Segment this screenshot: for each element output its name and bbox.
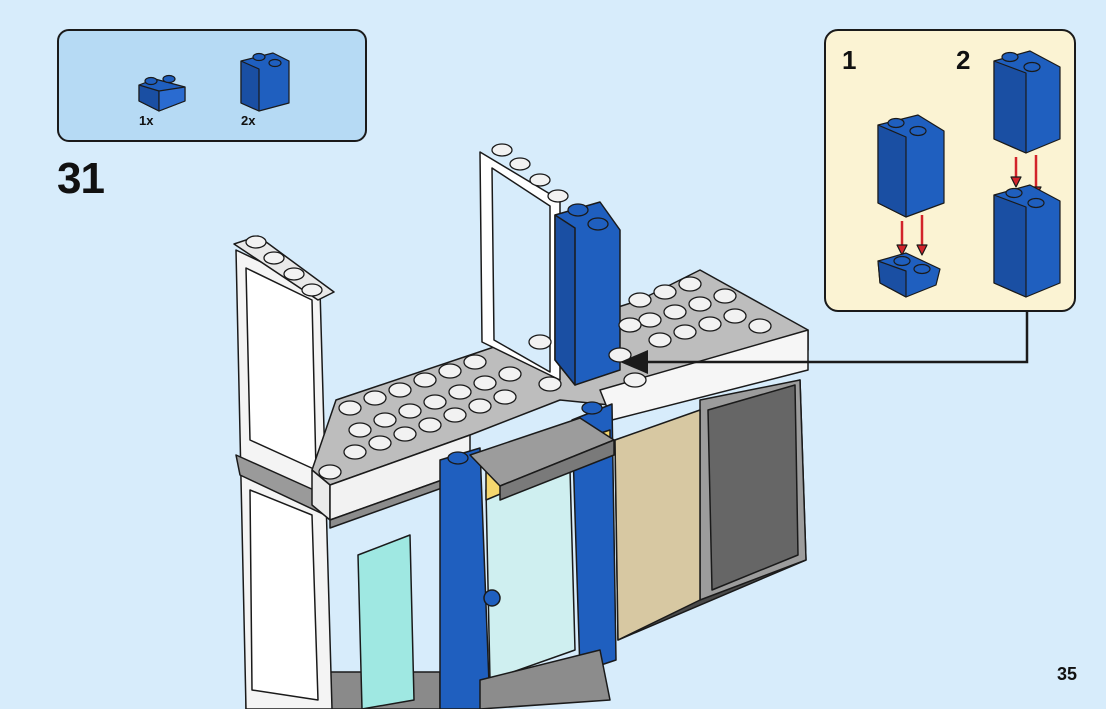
blue-slope-brick-icon — [138, 74, 186, 112]
step-number: 31 — [57, 154, 105, 203]
sub-step-number: 1 — [842, 45, 857, 75]
placement-pointer — [640, 312, 1029, 364]
glass-window — [357, 534, 415, 709]
pointer-arrowhead — [620, 350, 648, 374]
part-quantity: 2x — [241, 113, 256, 128]
tower-studs — [245, 143, 569, 297]
page-number: 35 — [1056, 664, 1077, 684]
sub-step-2-illustration — [993, 50, 1061, 298]
parts-list-box: 1x 2x — [57, 29, 367, 142]
blue-column-studs — [447, 203, 609, 465]
sub-assembly-box: 1 2 — [824, 29, 1076, 312]
roof-studs — [318, 276, 772, 480]
door-blue-frame — [439, 447, 491, 709]
sub-step-number: 2 — [956, 45, 971, 75]
part-quantity: 1x — [139, 113, 154, 128]
blue-brick-1x2x2-icon — [240, 52, 290, 112]
sub-step-1-illustration — [877, 114, 945, 298]
